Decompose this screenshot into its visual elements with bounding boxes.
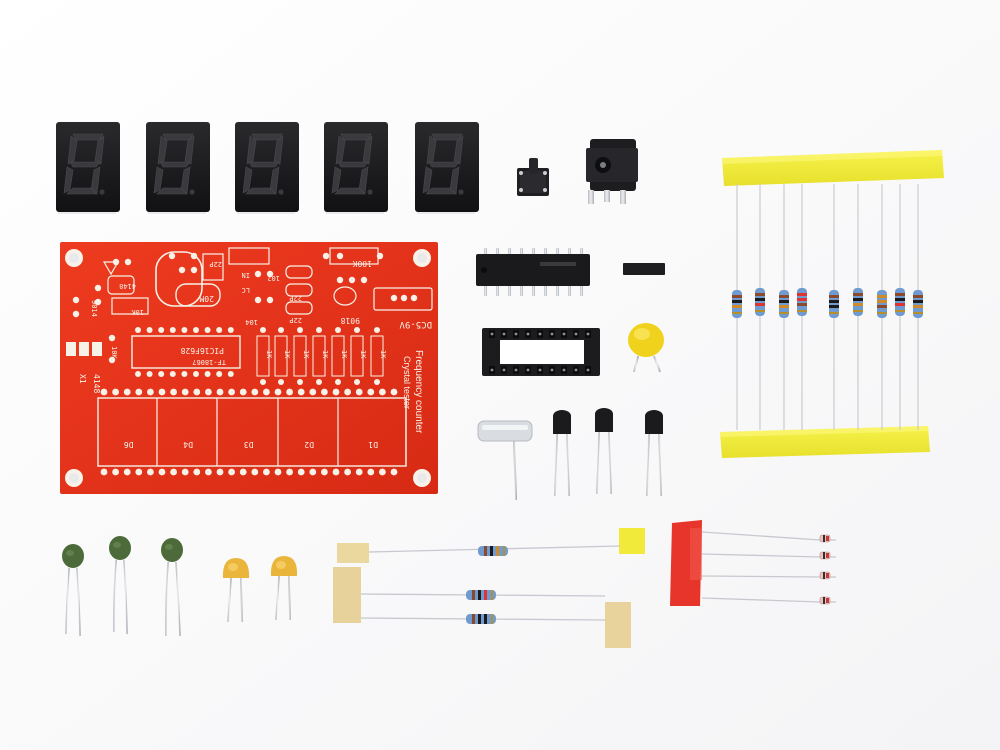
- label-22p-c: 22P: [289, 316, 302, 324]
- ceramic-disc-capacitors: [62, 536, 183, 637]
- tactile-switch: [517, 158, 549, 212]
- seven-segment-display-4: [324, 122, 388, 214]
- label-r-array-6: 1K: [359, 350, 367, 359]
- label-10k-a: 10K: [131, 308, 144, 316]
- dip18-microcontroller: [476, 248, 590, 296]
- resistor-vertical-7: [877, 184, 887, 430]
- label-r-array-3: 1K: [302, 350, 310, 359]
- label-9014: 9014: [90, 300, 98, 317]
- transistor-1: [553, 410, 571, 498]
- resistor-vertical-5: [829, 184, 839, 430]
- transistor-3: [645, 410, 663, 498]
- tantalum-capacitors: [222, 556, 298, 623]
- label-digit-3: D3: [244, 440, 254, 449]
- label-lc: LC: [242, 286, 250, 294]
- label-digit-1: D6: [124, 440, 134, 449]
- seven-segment-display-3: [235, 122, 299, 214]
- label-4148: 4148: [119, 282, 136, 290]
- diode-1: [819, 534, 831, 543]
- tantalum-capacitor-1: [222, 558, 250, 623]
- label-102: 102: [267, 274, 280, 282]
- ceramic-capacitor-2: [109, 536, 131, 635]
- seven-segment-display-5: [415, 122, 479, 214]
- label-digit-5: D1: [368, 440, 378, 449]
- pcb-title: Frequency counter: [413, 350, 424, 434]
- ceramic-capacitor-1: [62, 544, 84, 637]
- label-100k: 100K: [353, 259, 372, 268]
- resistor-vertical-8: [895, 184, 905, 430]
- label-22p-a: 22P: [209, 260, 222, 268]
- label-model: TF-18067: [192, 358, 226, 366]
- label-4148-b: 4148: [92, 374, 101, 393]
- label-x1: X1: [78, 374, 87, 384]
- resistor-vertical-3: [779, 184, 789, 430]
- resistor-tape-top: [722, 150, 944, 186]
- resistor-vertical-1: [732, 184, 742, 430]
- resistor-vertical-6: [853, 184, 863, 430]
- pcb-board: 100K 22P 22P 22P 102 104 20M 9014 4148 1…: [60, 242, 438, 494]
- pin-header: [623, 258, 665, 296]
- to92-transistors: [553, 408, 663, 498]
- trimmer-capacitor: [628, 323, 664, 373]
- seven-segment-displays: [56, 122, 479, 214]
- label-20m: 20M: [199, 294, 214, 303]
- diode-tape: [670, 520, 836, 606]
- transistor-2: [595, 408, 613, 496]
- seven-segment-display-1: [56, 122, 120, 214]
- resistor-vertical-2: [755, 184, 765, 430]
- resistor-horizontal-2: [466, 590, 496, 600]
- diode-4: [819, 596, 831, 605]
- label-power: DC5-9V: [399, 319, 432, 329]
- dc-power-jack: [586, 139, 638, 204]
- diode-3: [819, 571, 831, 580]
- resistor-tape-bottom: [720, 426, 930, 458]
- label-9018: 9018: [341, 316, 360, 325]
- label-r-array-5: 1K: [340, 350, 348, 359]
- label-104: 104: [245, 318, 258, 326]
- tantalum-capacitor-2: [270, 556, 298, 621]
- taped-resistor-strip: [333, 528, 645, 648]
- label-digit-2: D4: [183, 440, 193, 449]
- ceramic-capacitor-3: [161, 538, 183, 637]
- label-digit-4: D2: [304, 440, 314, 449]
- ic-socket: [482, 328, 600, 376]
- label-r-array-1: 1K: [265, 350, 273, 359]
- pcb-subtitle: Crystal tester: [402, 356, 412, 409]
- label-in: IN: [242, 271, 250, 279]
- resistor-horizontal-1: [478, 546, 508, 556]
- resistor-vertical-4: [797, 184, 807, 430]
- crystal-oscillator: [477, 420, 533, 501]
- resistor-vertical-9: [913, 184, 923, 430]
- resistor-horizontal-3: [466, 614, 496, 624]
- seven-segment-display-2: [146, 122, 210, 214]
- label-r-array-4: 1K: [321, 350, 329, 359]
- vertical-resistor-row: [732, 184, 923, 430]
- label-r-array-2: 1K: [283, 350, 291, 359]
- label-22p-b: 22P: [289, 294, 302, 302]
- label-chip: PIC16F628: [180, 346, 224, 355]
- mounting-holes: [65, 249, 431, 487]
- label-r-array-7: 1K: [379, 350, 387, 359]
- label-10k-b: 10K: [110, 346, 118, 359]
- diode-2: [819, 551, 831, 560]
